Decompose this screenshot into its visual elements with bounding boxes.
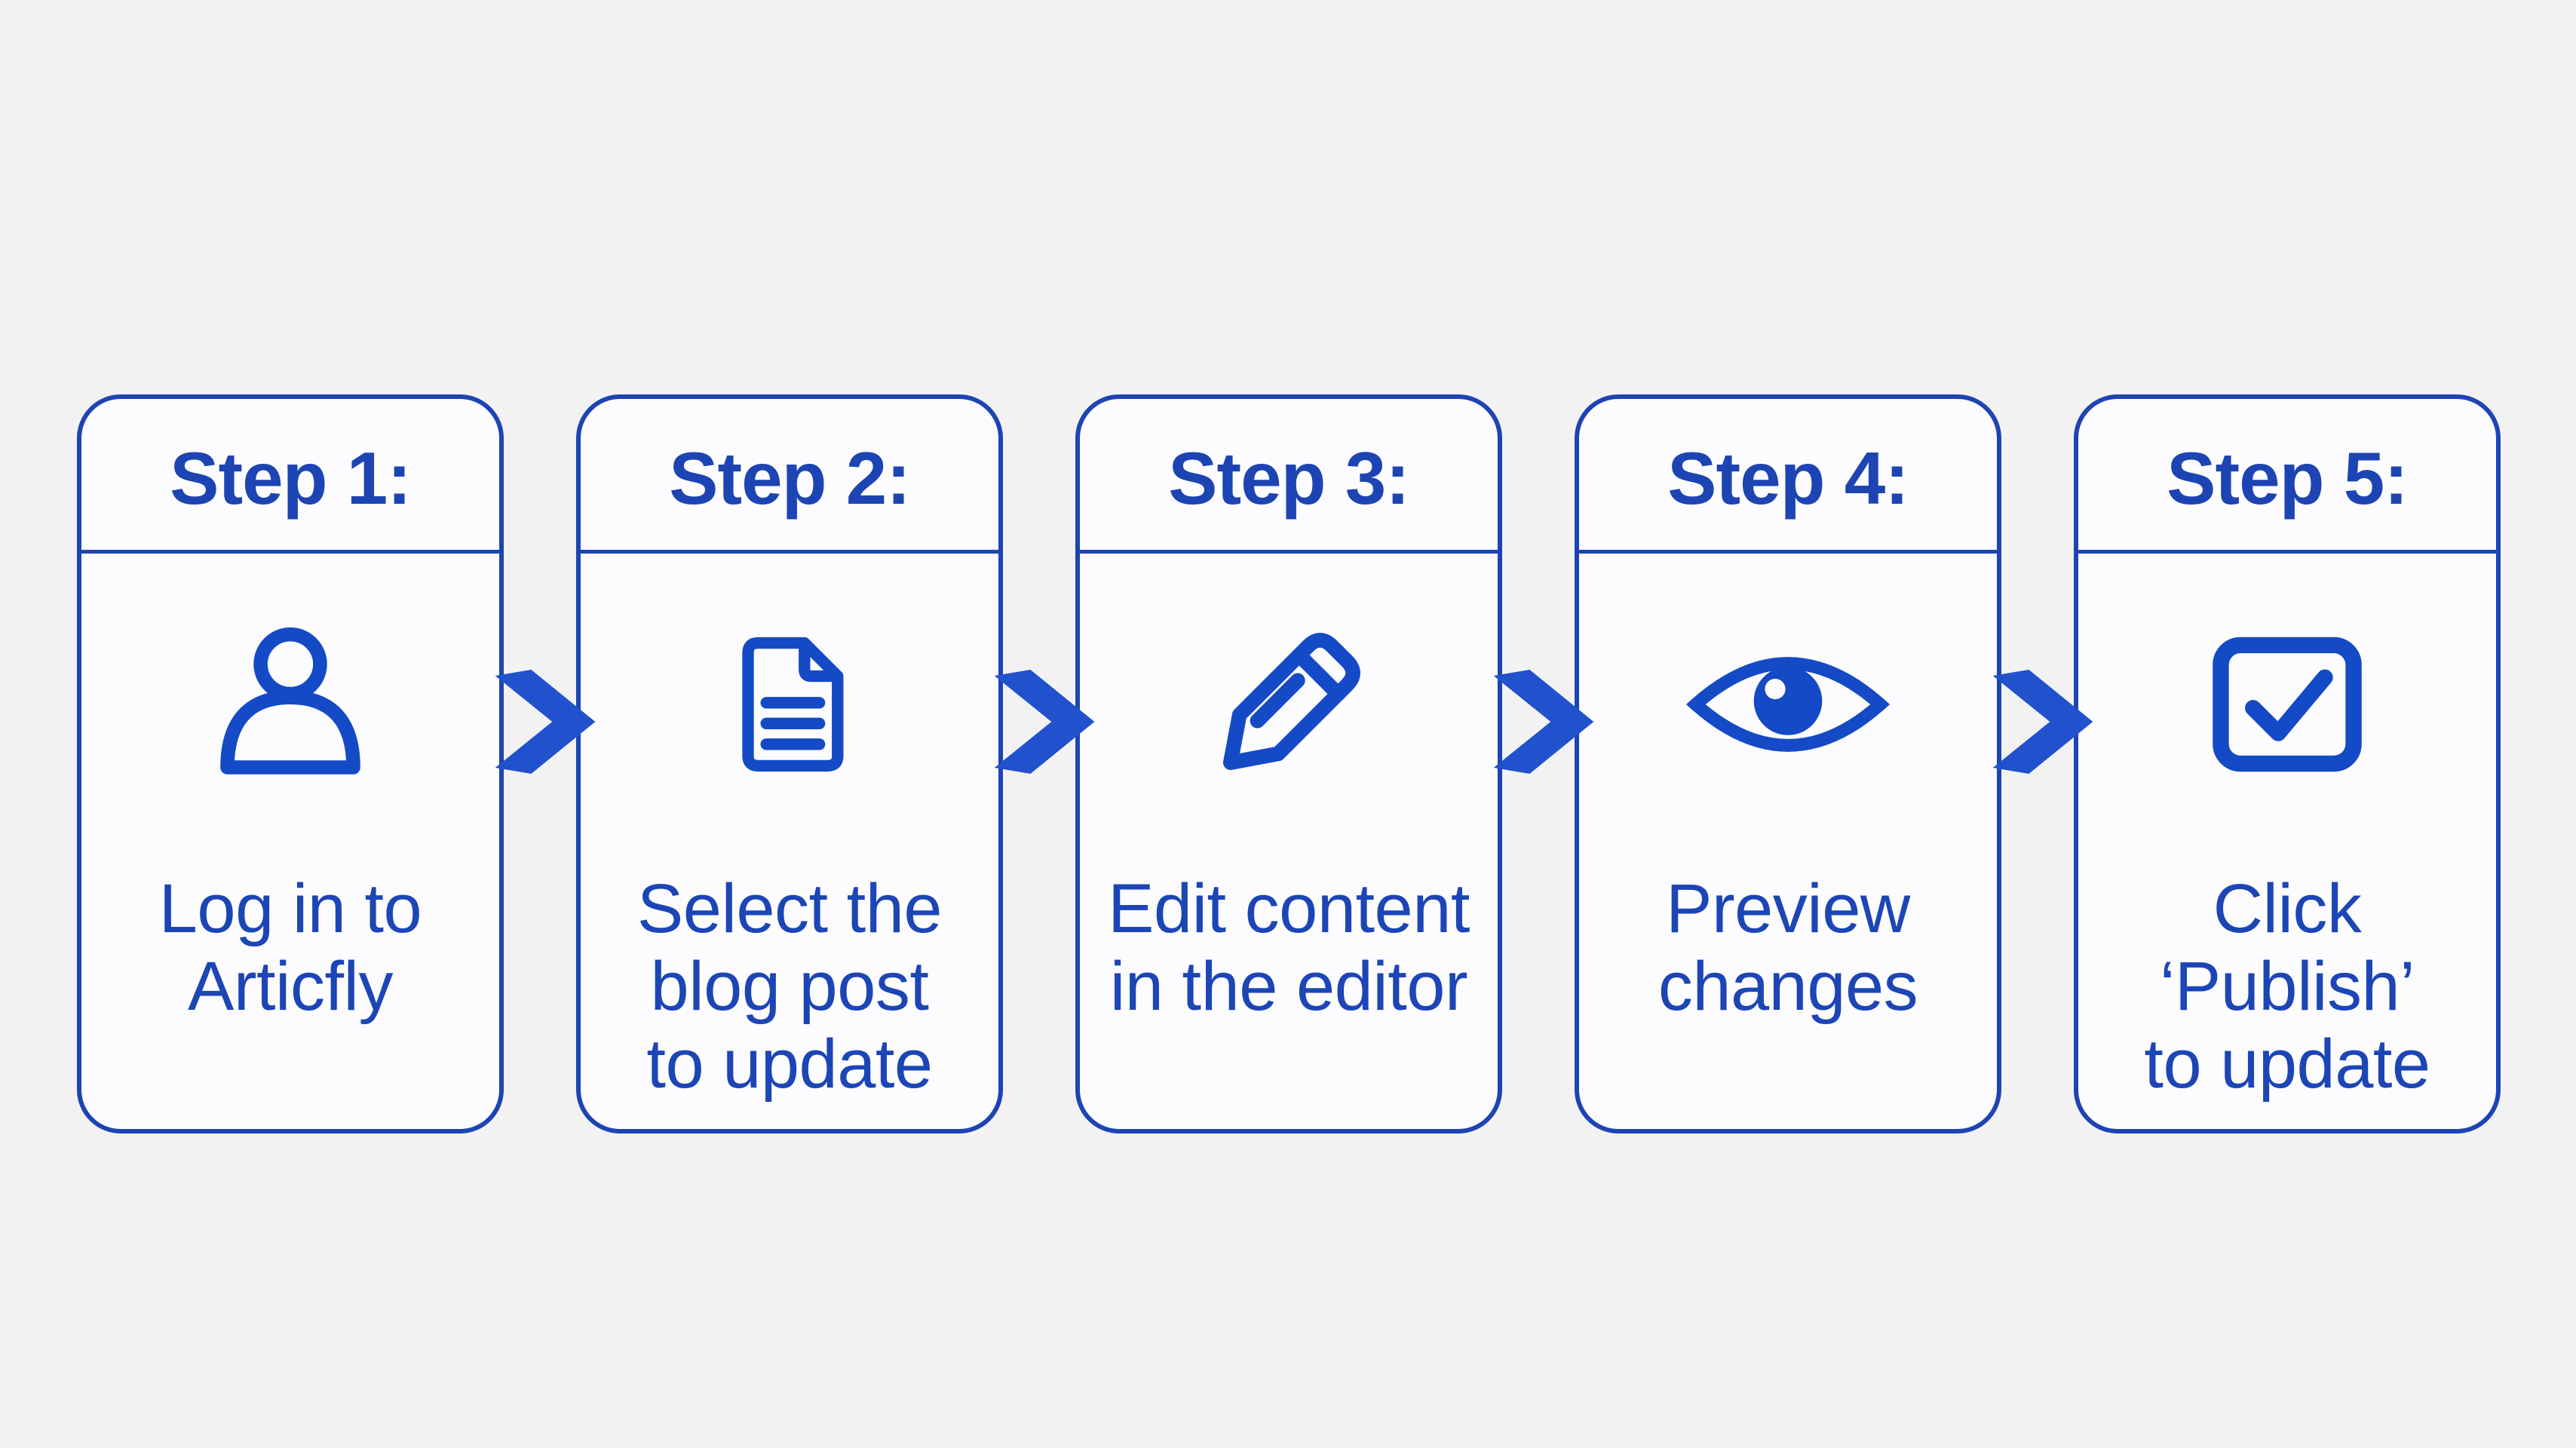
- step-card-3: Step 3: Edit content in the editor: [1075, 394, 1502, 1134]
- step-card-5: Step 5: Click ‘Publish’ to update: [2074, 394, 2501, 1134]
- step-2-caption: Select the blog post to update: [636, 870, 943, 1103]
- flow-arrow-2: [994, 670, 1095, 774]
- step-5-icon-area: [2197, 554, 2377, 855]
- step-5-title: Step 5:: [2167, 436, 2409, 520]
- flow-arrow-1: [495, 670, 596, 774]
- step-1-header: Step 1:: [81, 399, 499, 554]
- user-icon: [220, 627, 360, 775]
- step-4-header: Step 4:: [1579, 399, 1997, 554]
- step-card-4: Step 4: Preview changes: [1575, 394, 2001, 1134]
- step-3-header: Step 3:: [1080, 399, 1498, 554]
- eye-icon: [1685, 657, 1891, 752]
- step-2-icon-area: [707, 554, 872, 855]
- step-5-body: Click ‘Publish’ to update: [2078, 554, 2496, 1129]
- process-flow-diagram: Step 1: Log in to Articfly Step 2:: [77, 394, 2501, 1134]
- step-4-caption: Preview changes: [1658, 870, 1918, 1026]
- step-4-body: Preview changes: [1579, 554, 1997, 1129]
- step-4-icon-area: [1685, 554, 1891, 855]
- step-1-caption: Log in to Articfly: [158, 870, 422, 1026]
- checkbox-check-icon: [2213, 637, 2362, 772]
- pencil-icon: [1222, 633, 1360, 771]
- flow-arrow-3: [1493, 670, 1594, 774]
- step-1-title: Step 1:: [170, 436, 412, 520]
- chevron-right-icon: [495, 670, 596, 774]
- chevron-right-icon: [1992, 670, 2093, 774]
- step-2-body: Select the blog post to update: [581, 554, 998, 1129]
- step-3-body: Edit content in the editor: [1080, 554, 1498, 1129]
- step-3-icon-area: [1183, 554, 1394, 855]
- step-4-title: Step 4:: [1667, 436, 1909, 520]
- step-card-1: Step 1: Log in to Articfly: [77, 394, 504, 1134]
- step-5-caption: Click ‘Publish’ to update: [2144, 870, 2430, 1103]
- step-3-title: Step 3:: [1168, 436, 1410, 520]
- chevron-right-icon: [1493, 670, 1594, 774]
- chevron-right-icon: [994, 670, 1095, 774]
- step-1-body: Log in to Articfly: [81, 554, 499, 1129]
- step-1-icon-area: [203, 554, 378, 855]
- step-card-2: Step 2: Select the blog post to update: [576, 394, 1003, 1134]
- step-2-header: Step 2:: [581, 399, 998, 554]
- flow-arrow-4: [1992, 670, 2093, 774]
- document-icon: [742, 637, 844, 772]
- step-2-title: Step 2:: [669, 436, 911, 520]
- step-5-header: Step 5:: [2078, 399, 2496, 554]
- step-3-caption: Edit content in the editor: [1108, 870, 1470, 1026]
